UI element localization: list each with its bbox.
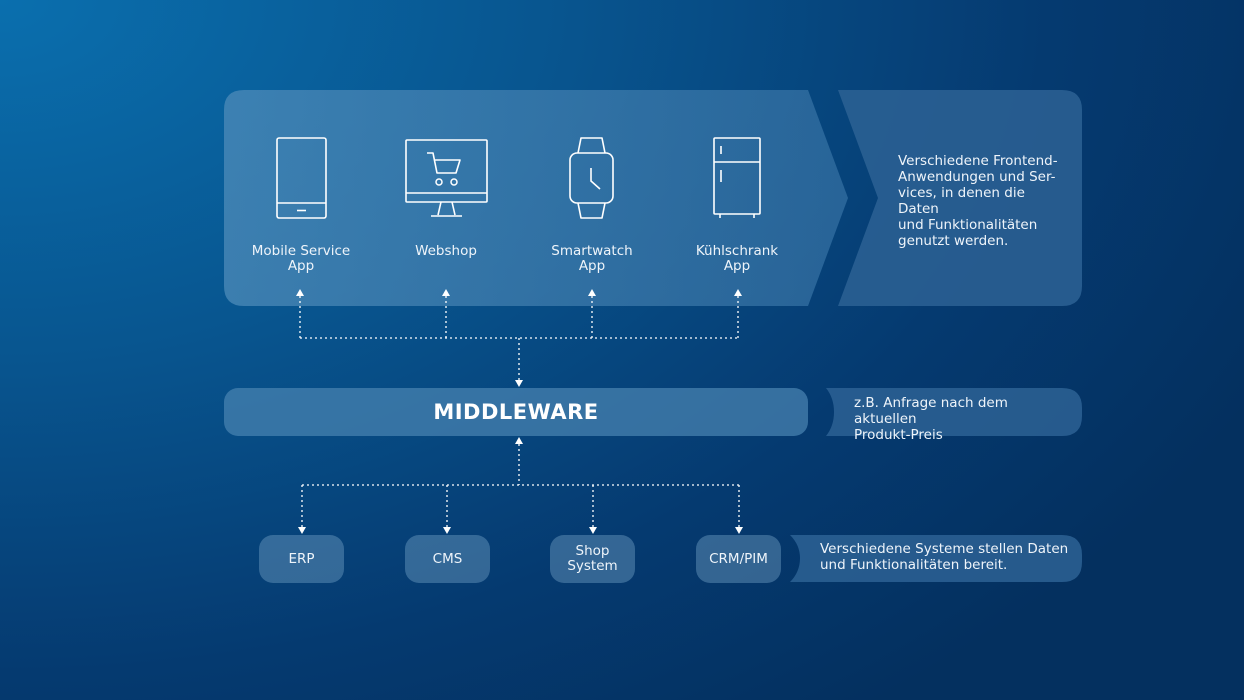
systems-note-panel xyxy=(790,535,1082,582)
middleware-note-panel xyxy=(826,388,1082,436)
system-arrowheads xyxy=(298,437,743,534)
middleware-title: MIDDLEWARE xyxy=(433,400,599,424)
system-crm-pim: CRM/PIM xyxy=(696,535,781,583)
frontend-label-mobile-app: Mobile Service App xyxy=(251,243,351,274)
arrowhead-up xyxy=(588,289,596,296)
systems-note: Verschiedene Systeme stellen Daten und F… xyxy=(820,541,1069,573)
frontend-note-panel xyxy=(838,90,1082,306)
arrowhead-up xyxy=(296,289,304,296)
arrowhead-down xyxy=(443,527,451,534)
smartphone-icon xyxy=(276,137,327,219)
arrowhead-down xyxy=(589,527,597,534)
refrigerator-icon xyxy=(713,137,761,218)
middleware-bar xyxy=(224,388,808,436)
system-erp: ERP xyxy=(259,535,344,583)
frontend-arrowheads xyxy=(296,289,742,387)
arrowhead-down xyxy=(735,527,743,534)
frontend-label-fridge: Kühlschrank App xyxy=(695,243,779,274)
arrowhead-up xyxy=(442,289,450,296)
middleware-note: z.B. Anfrage nach dem aktuellen Produkt-… xyxy=(854,395,1008,443)
arrowhead-up xyxy=(515,437,523,444)
system-cms: CMS xyxy=(405,535,490,583)
arrowhead-up xyxy=(734,289,742,296)
frontend-note: Verschiedene Frontend- Anwendungen und S… xyxy=(898,153,1058,249)
frontend-label-webshop: Webshop xyxy=(415,243,477,259)
frontend-connectors xyxy=(299,296,739,380)
frontend-panel xyxy=(224,90,848,306)
frontend-label-smartwatch: Smartwatch App xyxy=(551,243,633,274)
system-shop-system: Shop System xyxy=(550,535,635,583)
arrowhead-down xyxy=(298,527,306,534)
arrowhead-down xyxy=(515,380,523,387)
monitor-cart-icon xyxy=(405,139,488,217)
system-connectors xyxy=(301,444,740,527)
smartwatch-icon xyxy=(569,137,614,219)
